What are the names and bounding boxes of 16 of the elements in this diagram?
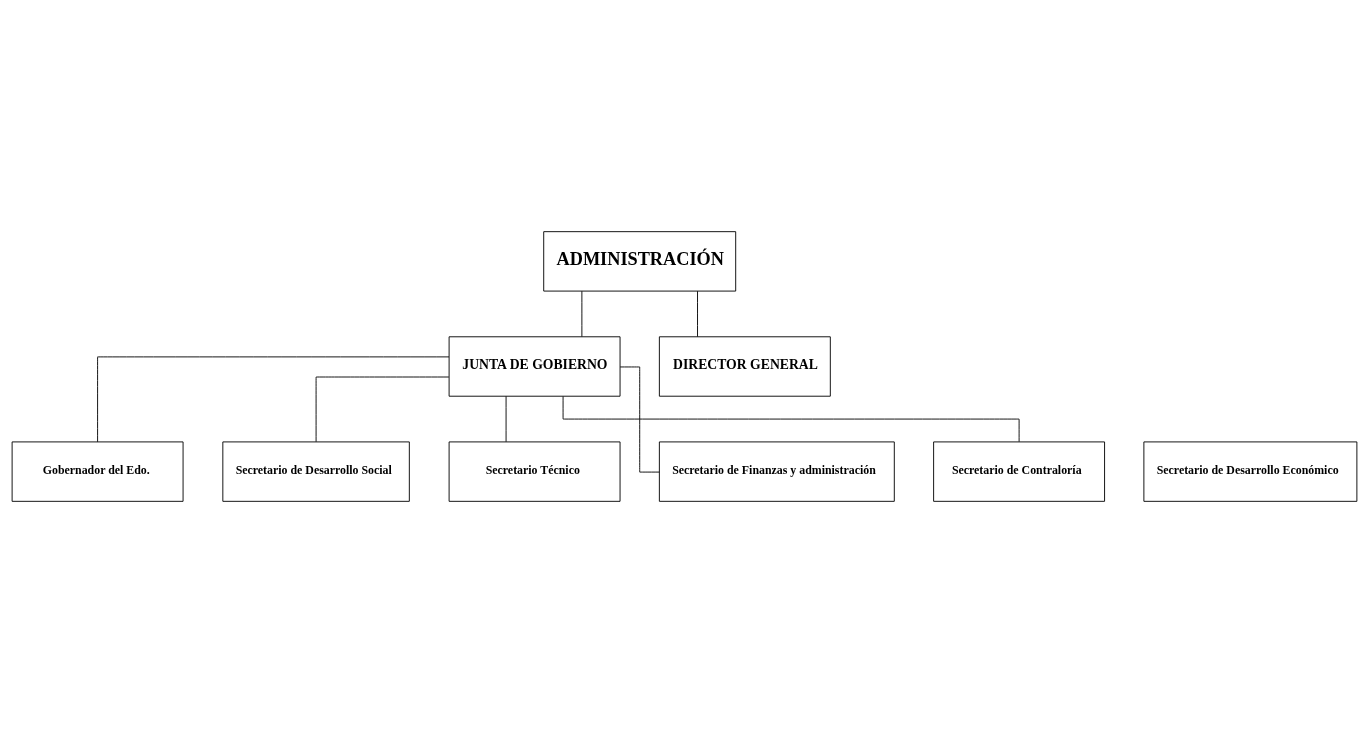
connector: [697, 290, 698, 337]
node-box: Secretario de Contraloría: [933, 440, 1106, 502]
node-box: DIRECTOR GENERAL: [658, 335, 831, 397]
node-box: Secretario de Desarrollo Social: [222, 440, 410, 502]
connector: [562, 395, 1020, 442]
node-box: ADMINISTRACIÓN: [543, 230, 737, 292]
node-box: Secretario Técnico: [448, 440, 621, 502]
node-box: JUNTA DE GOBIERNO: [448, 335, 621, 397]
connector: [315, 376, 450, 442]
node-box: Secretario de Finanzas y administración: [658, 440, 895, 502]
node-box: Secretario de Desarrollo Económico: [1143, 440, 1358, 502]
node-box: Gobernador del Edo.: [11, 440, 184, 502]
connector: [505, 395, 507, 442]
connector: [619, 366, 660, 473]
connector: [97, 355, 450, 442]
connector: [581, 290, 583, 337]
